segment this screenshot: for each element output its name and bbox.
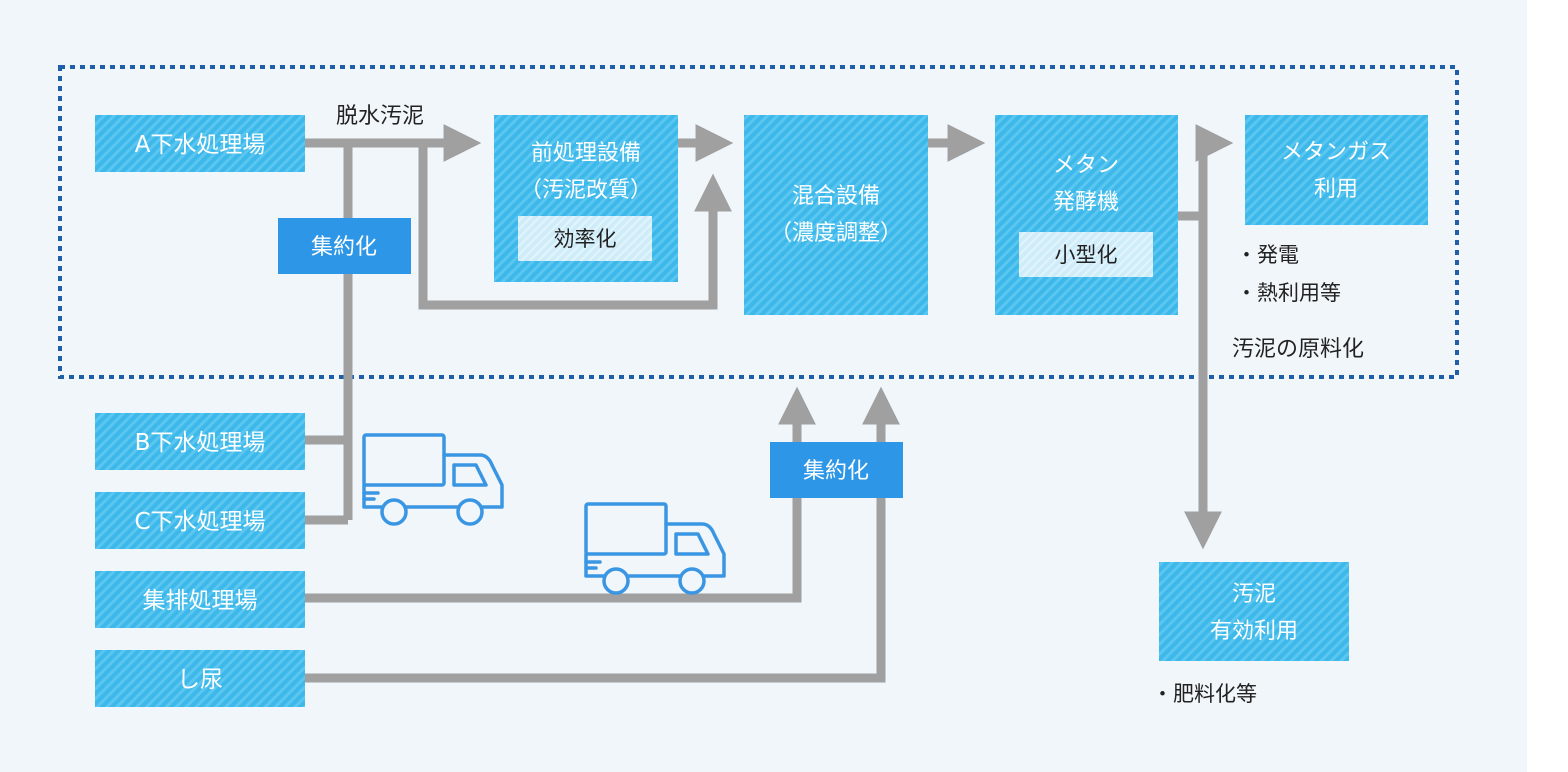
a-plant-label: A下水処理場 xyxy=(135,132,266,158)
efficiency-badge-label: 効率化 xyxy=(554,227,617,251)
power-generation-note: ・発電 xyxy=(1236,243,1299,267)
night-soil-box: し尿 xyxy=(95,650,305,707)
sludge-feedstock-label: 汚泥の原料化 xyxy=(1232,337,1364,362)
b-plant-label: B下水処理場 xyxy=(135,430,266,456)
diagram-background: A下水処理場 B下水処理場 C下水処理場 集排処理場 し尿 脱水汚泥 集約化 集… xyxy=(0,0,1527,772)
sludge-use-box: 汚泥 有効利用 xyxy=(1159,562,1349,661)
downsizing-badge xyxy=(1019,232,1153,277)
methane-use-subtitle: 利用 xyxy=(1314,177,1358,202)
heat-use-note: ・熱利用等 xyxy=(1236,281,1341,305)
downsizing-badge-label: 小型化 xyxy=(1055,243,1118,267)
truck-icon xyxy=(362,433,504,526)
efficiency-badge xyxy=(518,216,652,261)
mixing-subtitle: （濃度調整） xyxy=(770,221,902,246)
consolidation-badge-2: 集約化 xyxy=(770,442,903,498)
digester-subtitle: 発酵機 xyxy=(1053,190,1119,215)
mixing-box: 混合設備 （濃度調整） xyxy=(744,115,928,315)
sludge-feedstock-boundary xyxy=(58,65,1459,379)
mixing-title: 混合設備 xyxy=(792,184,880,209)
consolidation-badge-1-label: 集約化 xyxy=(311,235,377,260)
night-soil-label: し尿 xyxy=(177,667,223,693)
digester-box: メタン 発酵機 小型化 xyxy=(995,115,1178,315)
c-plant-label: C下水処理場 xyxy=(134,509,265,535)
consolidation-badge-1: 集約化 xyxy=(278,218,411,274)
methane-use-title: メタンガス xyxy=(1281,140,1391,165)
sludge-use-title: 汚泥 xyxy=(1232,582,1276,607)
fertilizer-note: ・肥料化等 xyxy=(1152,682,1257,706)
pretreatment-title: 前処理設備 xyxy=(531,141,641,166)
methane-use-box: メタンガス 利用 xyxy=(1245,115,1428,225)
bypass-arrow xyxy=(418,143,732,310)
pretreatment-box: 前処理設備 （汚泥改質） 効率化 xyxy=(494,115,678,282)
truck-icon xyxy=(584,502,726,595)
to-methane-use-arrow xyxy=(1195,124,1234,216)
pretreatment-subtitle: （汚泥改質） xyxy=(520,178,652,203)
consolidation-badge-2-label: 集約化 xyxy=(803,459,869,484)
c-plant-box: C下水処理場 xyxy=(95,492,305,549)
b-plant-box: B下水処理場 xyxy=(95,413,305,470)
a-plant-box: A下水処理場 xyxy=(95,115,305,172)
collection-plant-box: 集排処理場 xyxy=(95,571,305,628)
sludge-use-subtitle: 有効利用 xyxy=(1210,619,1298,644)
sludge-flow-diagram: A下水処理場 B下水処理場 C下水処理場 集排処理場 し尿 脱水汚泥 集約化 集… xyxy=(58,65,1459,707)
dewatered-sludge-label: 脱水汚泥 xyxy=(336,104,424,129)
digester-title: メタン xyxy=(1053,153,1119,178)
collection-plant-label: 集排処理場 xyxy=(143,588,258,614)
